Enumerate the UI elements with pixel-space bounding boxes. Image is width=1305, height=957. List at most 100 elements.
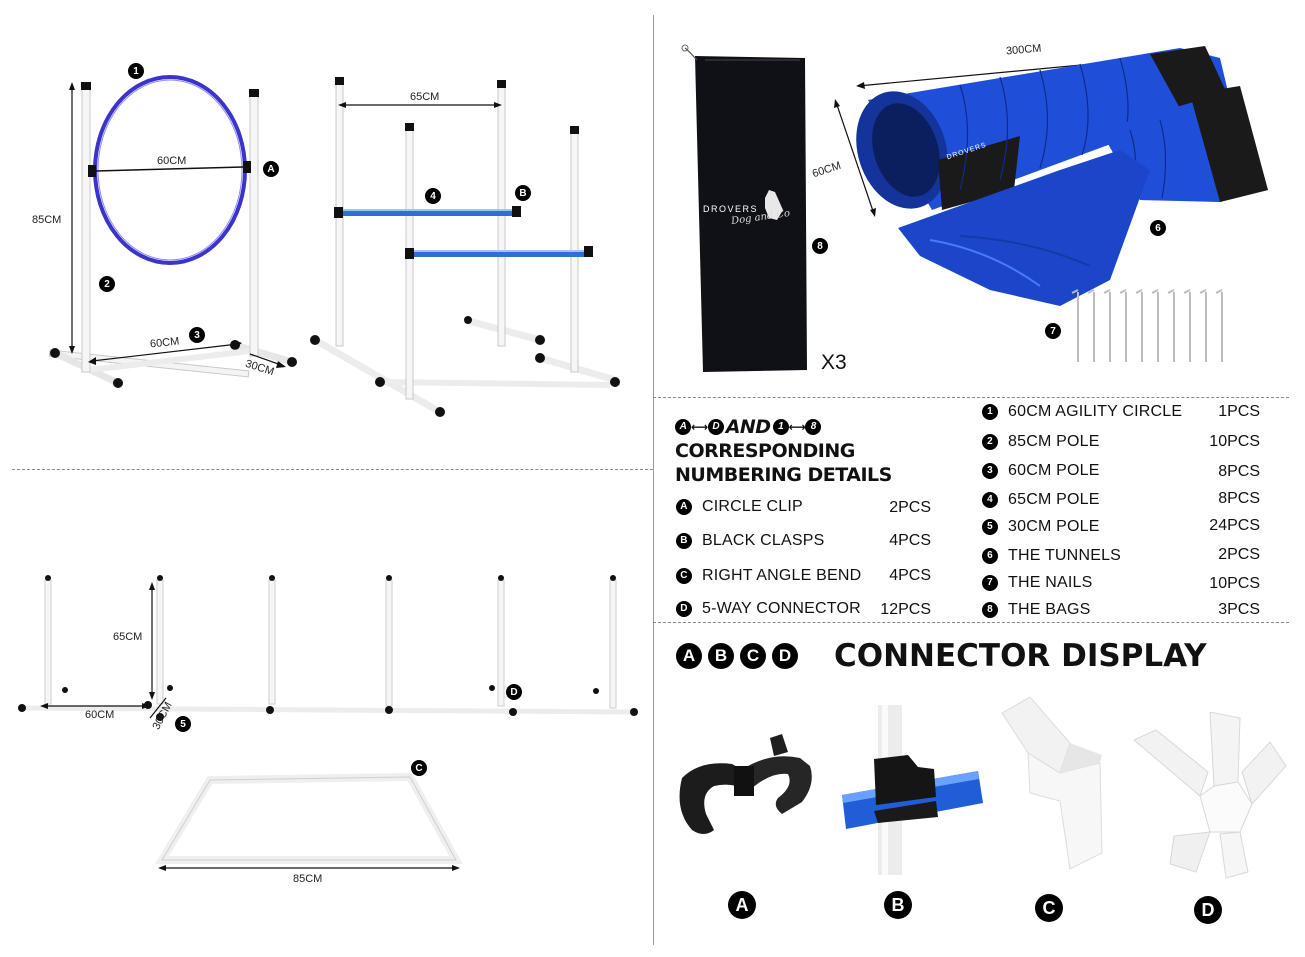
legend-letter-c-qty: 4PCS <box>889 567 931 584</box>
weave-poles-drawing <box>18 575 638 721</box>
legend-letter-d: D 5-WAY CONNECTOR <box>676 600 861 618</box>
legend-number-4-qty: 8PCS <box>1218 490 1260 507</box>
legend-badge: A <box>676 498 692 515</box>
legend-number-6-qty: 2PCS <box>1218 546 1260 563</box>
legend-badge: 3 <box>982 462 998 479</box>
badge-5: 5 <box>175 716 191 732</box>
legend-letter-d-qty: 12PCS <box>880 601 931 618</box>
legend-number-1-qty: 1PCS <box>1218 403 1260 420</box>
heading-arrow-2: ⟷ <box>788 420 806 434</box>
hoop-jump-illustration: 1 A 2 3 60CM 85CM 60CM 30CM <box>0 0 310 400</box>
legend-number-3-qty: 8PCS <box>1218 463 1260 480</box>
weave-height-dimension: 65CM <box>113 631 143 643</box>
frame-width-dimension: 85CM <box>293 873 323 885</box>
left-horizontal-divider <box>12 469 653 470</box>
base-frame-drawing <box>154 772 463 871</box>
hoop-jump-drawing <box>48 75 297 388</box>
legend-letter-c: C RIGHT ANGLE BEND <box>676 567 861 585</box>
connector-badge-b: B <box>884 891 912 919</box>
right-lower-divider <box>653 622 1289 623</box>
weave-base-dimension: 60CM <box>85 709 115 721</box>
legend-heading-line3: NUMBERING DETAILS <box>675 464 892 486</box>
right-mid-divider <box>653 397 1289 398</box>
legend-label: CIRCLE CLIP <box>702 498 803 515</box>
tunnels-drawing <box>834 46 1268 362</box>
legend-badge: C <box>676 567 692 584</box>
connector-display-title: CONNECTOR DISPLAY <box>834 638 1207 674</box>
legend-badge: 2 <box>982 433 998 450</box>
five-way-icon-drawing <box>1133 711 1287 879</box>
legend-label: THE NAILS <box>1008 574 1093 591</box>
legend-number-7-qty: 10PCS <box>1209 575 1260 592</box>
badge-4: 4 <box>425 188 441 204</box>
legend-badge: 1 <box>982 403 998 420</box>
vertical-divider <box>653 15 654 945</box>
badge-3: 3 <box>189 327 205 343</box>
badge-1: 1 <box>128 63 144 79</box>
bag-drawing <box>681 44 807 372</box>
connector-display-header: A B C D <box>676 643 816 669</box>
badge-d: D <box>506 684 522 700</box>
elbow-icon-drawing <box>1001 696 1103 870</box>
legend-number-8-qty: 3PCS <box>1218 601 1260 618</box>
legend-letter-a: A CIRCLE CLIP <box>676 498 803 516</box>
legend-heading: A ⟷ D AND 1 ⟷ 8 CORRESPONDING NUMBERING … <box>675 415 955 487</box>
legend-number-5-qty: 24PCS <box>1209 517 1260 534</box>
legend-letter-b-qty: 4PCS <box>889 532 931 549</box>
five-way-icon <box>1130 711 1290 882</box>
title-badge-c: C <box>740 643 766 669</box>
base-frame-illustration: C 85CM <box>150 755 470 895</box>
weave-poles-illustration: 65CM 60CM 30CM 5 D <box>0 560 653 740</box>
legend-label: 65CM POLE <box>1008 491 1100 508</box>
height-dimension: 85CM <box>32 214 62 226</box>
legend-badge: 8 <box>982 601 998 618</box>
bag-quantity: X3 <box>821 351 847 374</box>
connector-badge-a: A <box>728 891 756 919</box>
badge-8: 8 <box>812 238 828 254</box>
clip-icon-drawing <box>679 734 812 834</box>
heading-arrow-1: ⟷ <box>691 420 708 434</box>
title-badge-b: B <box>708 643 734 669</box>
badge-7: 7 <box>1045 323 1061 339</box>
legend-label: RIGHT ANGLE BEND <box>702 567 862 584</box>
legend-badge: 5 <box>982 518 998 535</box>
legend-heading-line1: A ⟷ D AND 1 ⟷ 8 <box>675 415 955 439</box>
legend-label: BLACK CLASPS <box>702 532 825 549</box>
badge-6: 6 <box>1150 220 1166 236</box>
bag-brand: DROVERS <box>703 204 759 214</box>
tunnels-illustration: 300CM 60CM DROVERS 6 7 <box>810 40 1290 380</box>
badge-a: A <box>263 161 279 177</box>
legend-badge: D <box>676 600 692 617</box>
bar-jump-illustration: 65CM 4 B <box>300 60 640 430</box>
carry-bag-illustration: DROVERS Dog and Co 8 X3 <box>665 40 865 385</box>
heading-badge-a: A <box>675 419 691 435</box>
legend-label: 85CM POLE <box>1008 433 1100 450</box>
badge-2: 2 <box>99 276 115 292</box>
hoop-dimension: 60CM <box>157 155 187 167</box>
heading-and: AND <box>725 416 771 438</box>
connector-badge-d: D <box>1194 896 1222 924</box>
legend-label: 60CM POLE <box>1008 462 1100 479</box>
legend-label: 5-WAY CONNECTOR <box>702 600 861 617</box>
clip-icon <box>670 730 820 870</box>
connector-badge-c: C <box>1035 894 1063 922</box>
legend-label: 30CM POLE <box>1008 518 1100 535</box>
badge-c: C <box>411 760 427 776</box>
clasp-icon-drawing <box>842 705 983 875</box>
clasp-icon <box>838 705 988 875</box>
legend-number-5: 5 30CM POLE <box>982 518 1100 536</box>
legend-badge: 6 <box>982 547 998 564</box>
legend-number-2-qty: 10PCS <box>1209 433 1260 450</box>
title-badge-a: A <box>676 643 702 669</box>
legend-badge: 4 <box>982 491 998 508</box>
legend-badge: 7 <box>982 574 998 591</box>
legend-heading-line2: CORRESPONDING <box>675 440 855 462</box>
title-badge-d: D <box>772 643 798 669</box>
badge-b: B <box>515 185 531 201</box>
bar-jump-drawing <box>310 77 620 417</box>
heading-badge-8: 8 <box>805 419 822 435</box>
